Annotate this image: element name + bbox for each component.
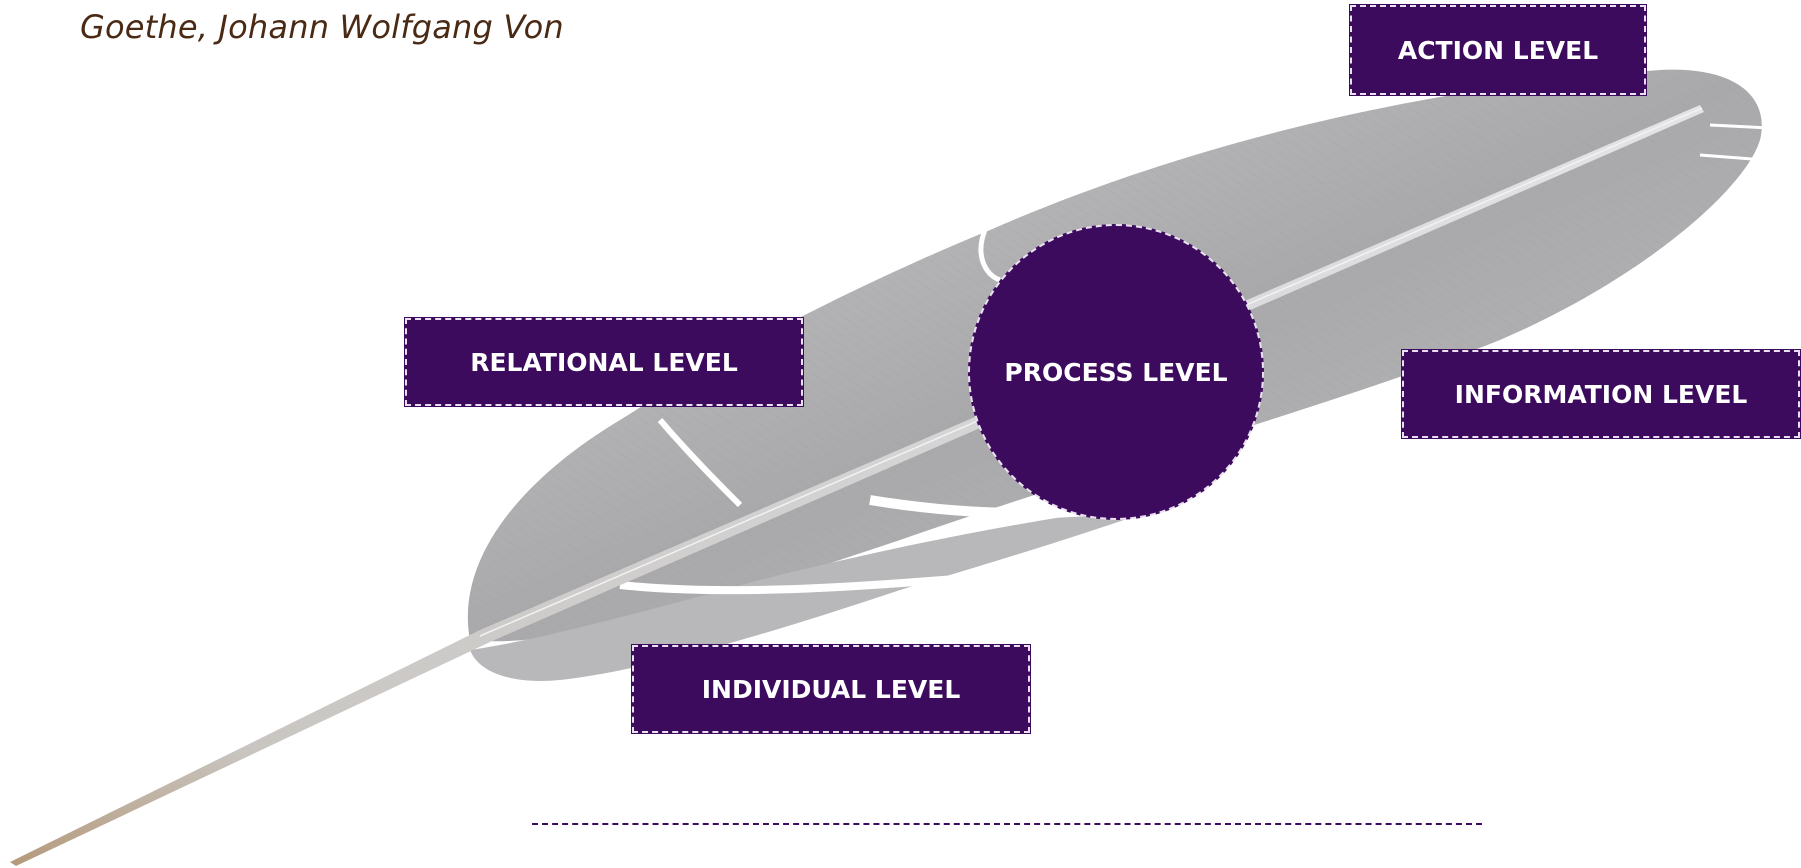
quote-author: Goethe, Johann Wolfgang Von [80, 8, 564, 46]
relational-level-box: RELATIONAL LEVEL [404, 317, 804, 407]
information-level-box: INFORMATION LEVEL [1401, 349, 1801, 439]
quote-fragment: ” [62, 0, 79, 16]
feather-shaft [10, 105, 1704, 866]
action-level-box: ACTION LEVEL [1349, 4, 1647, 96]
individual-level-box: INDIVIDUAL LEVEL [631, 644, 1031, 734]
process-level-circle: PROCESS LEVEL [968, 224, 1264, 520]
bottom-dashed-divider [532, 823, 1482, 825]
